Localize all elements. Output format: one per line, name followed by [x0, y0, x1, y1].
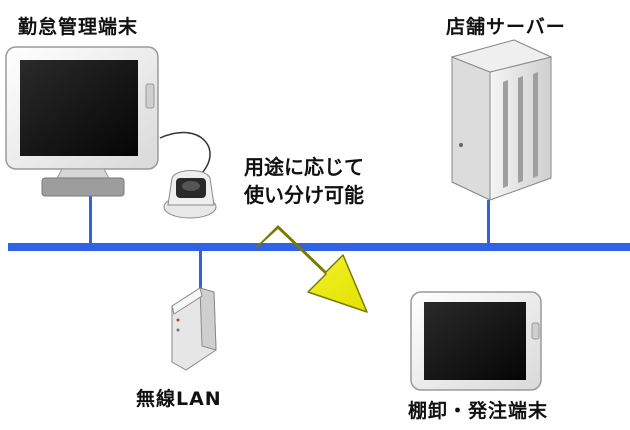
fingerprint-reader-icon [163, 170, 217, 219]
usage-note-line1: 用途に応じて [244, 155, 364, 179]
inventory-terminal-label: 棚卸・発注端末 [408, 400, 549, 422]
usage-note-line2: 使い分け可能 [244, 183, 364, 207]
store-server-label: 店舗サーバー [446, 16, 566, 38]
monitor-icon [5, 46, 159, 197]
drop-line-attendance [89, 196, 92, 244]
reader-cable [159, 131, 211, 176]
attendance-terminal-label: 勤怠管理端末 [18, 16, 139, 38]
server-tower-icon [450, 39, 553, 201]
usage-note: 用途に応じて 使い分け可能 [244, 153, 364, 209]
network-backbone [8, 243, 630, 251]
arrow-down-right-icon [255, 225, 368, 313]
network-lines [8, 196, 630, 293]
drop-line-server [487, 200, 490, 244]
wireless-router-icon [171, 287, 217, 371]
drop-line-wireless [199, 251, 202, 293]
wireless-lan-label: 無線LAN [136, 388, 222, 410]
tablet-icon [410, 291, 542, 391]
